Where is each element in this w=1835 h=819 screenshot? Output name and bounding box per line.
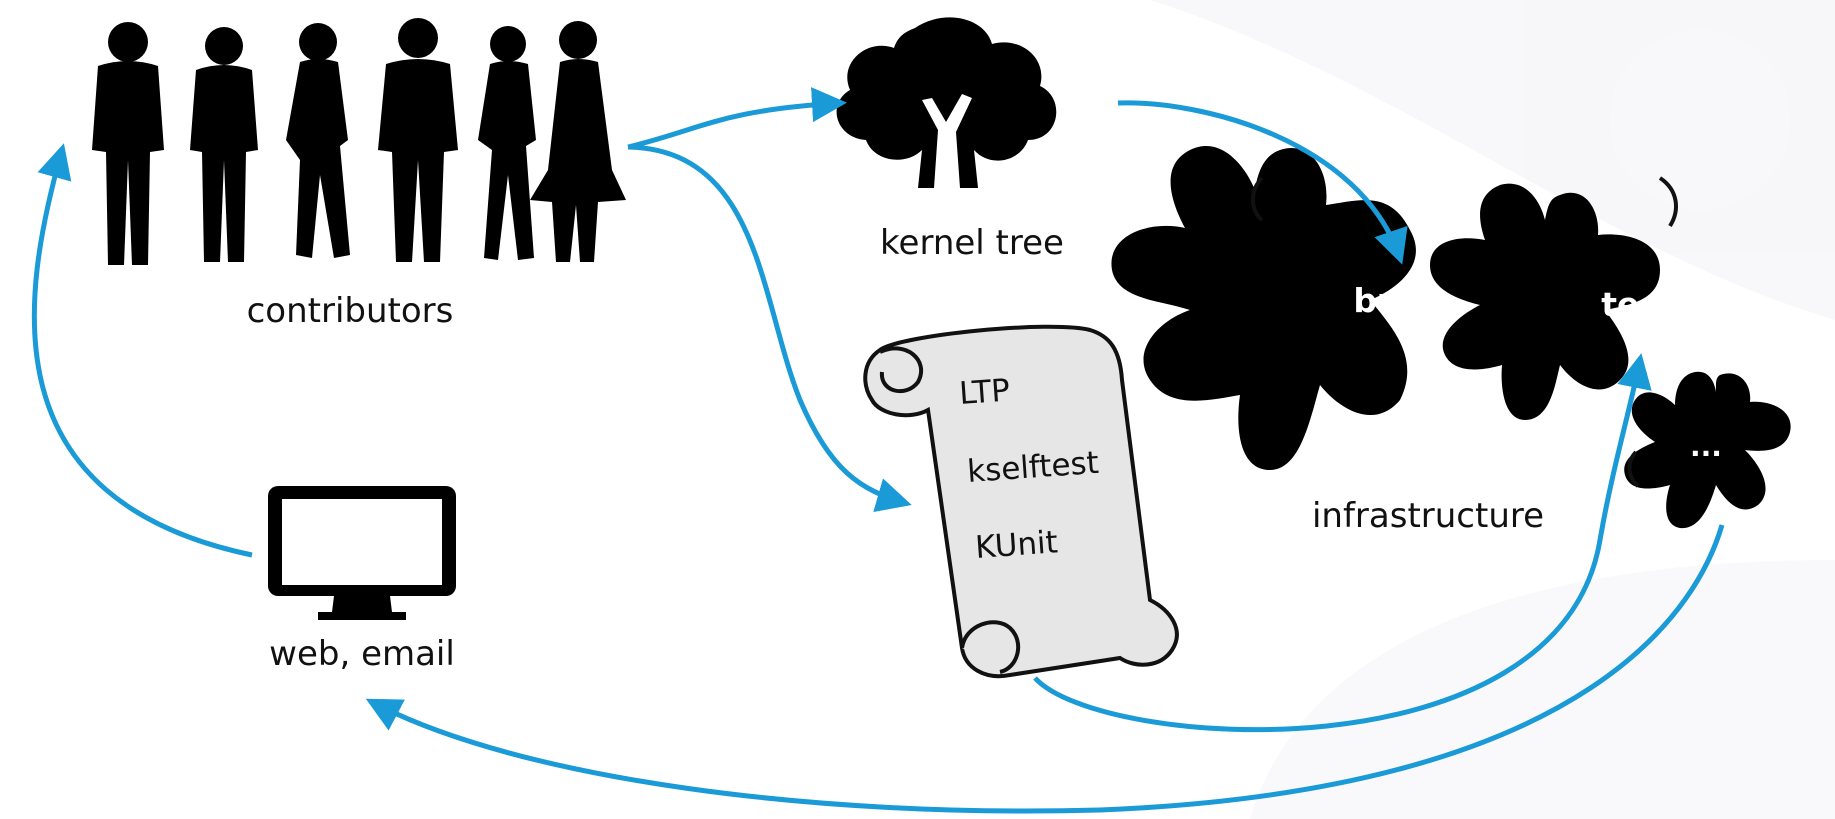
arrow-contributors-to-kernel-tree bbox=[627, 87, 847, 150]
gear-label-test: test bbox=[1601, 285, 1675, 324]
test-item-kunit: KUnit bbox=[974, 524, 1059, 566]
web-email-label: web, email bbox=[269, 634, 455, 674]
kernel-tree-group: kernel tree bbox=[836, 17, 1064, 263]
infrastructure-group: build test ... infrastructure bbox=[1111, 145, 1791, 536]
scroll-icon bbox=[863, 324, 1179, 679]
gear-blob-icon bbox=[1624, 371, 1791, 529]
kernel-tree-label: kernel tree bbox=[880, 223, 1064, 263]
arrow-infrastructure-to-web-email bbox=[365, 524, 1725, 814]
arrow-tests-to-test bbox=[1033, 353, 1652, 733]
people-silhouettes-icon bbox=[92, 18, 626, 265]
arrow-web-email-to-contributors bbox=[31, 143, 253, 558]
background-watermark bbox=[1150, 0, 1835, 819]
arrow-kernel-tree-to-build bbox=[1117, 100, 1408, 265]
gear-blob-icon bbox=[1430, 176, 1678, 420]
infrastructure-label: infrastructure bbox=[1312, 496, 1544, 536]
flow-arrows bbox=[31, 87, 1725, 814]
web-email-group: web, email bbox=[268, 486, 456, 674]
arrow-contributors-to-tests bbox=[627, 144, 912, 513]
tree-icon bbox=[836, 17, 1057, 188]
gear-blob-icon bbox=[1111, 145, 1416, 471]
gear-label-more: ... bbox=[1690, 430, 1722, 463]
test-item-ltp: LTP bbox=[958, 373, 1011, 412]
gear-label-build: build bbox=[1353, 281, 1446, 320]
tests-scroll-group: LTP kselftest KUnit bbox=[863, 324, 1179, 679]
contributors-label: contributors bbox=[247, 291, 454, 331]
contributors-group: contributors bbox=[92, 18, 626, 331]
monitor-icon bbox=[268, 486, 456, 620]
